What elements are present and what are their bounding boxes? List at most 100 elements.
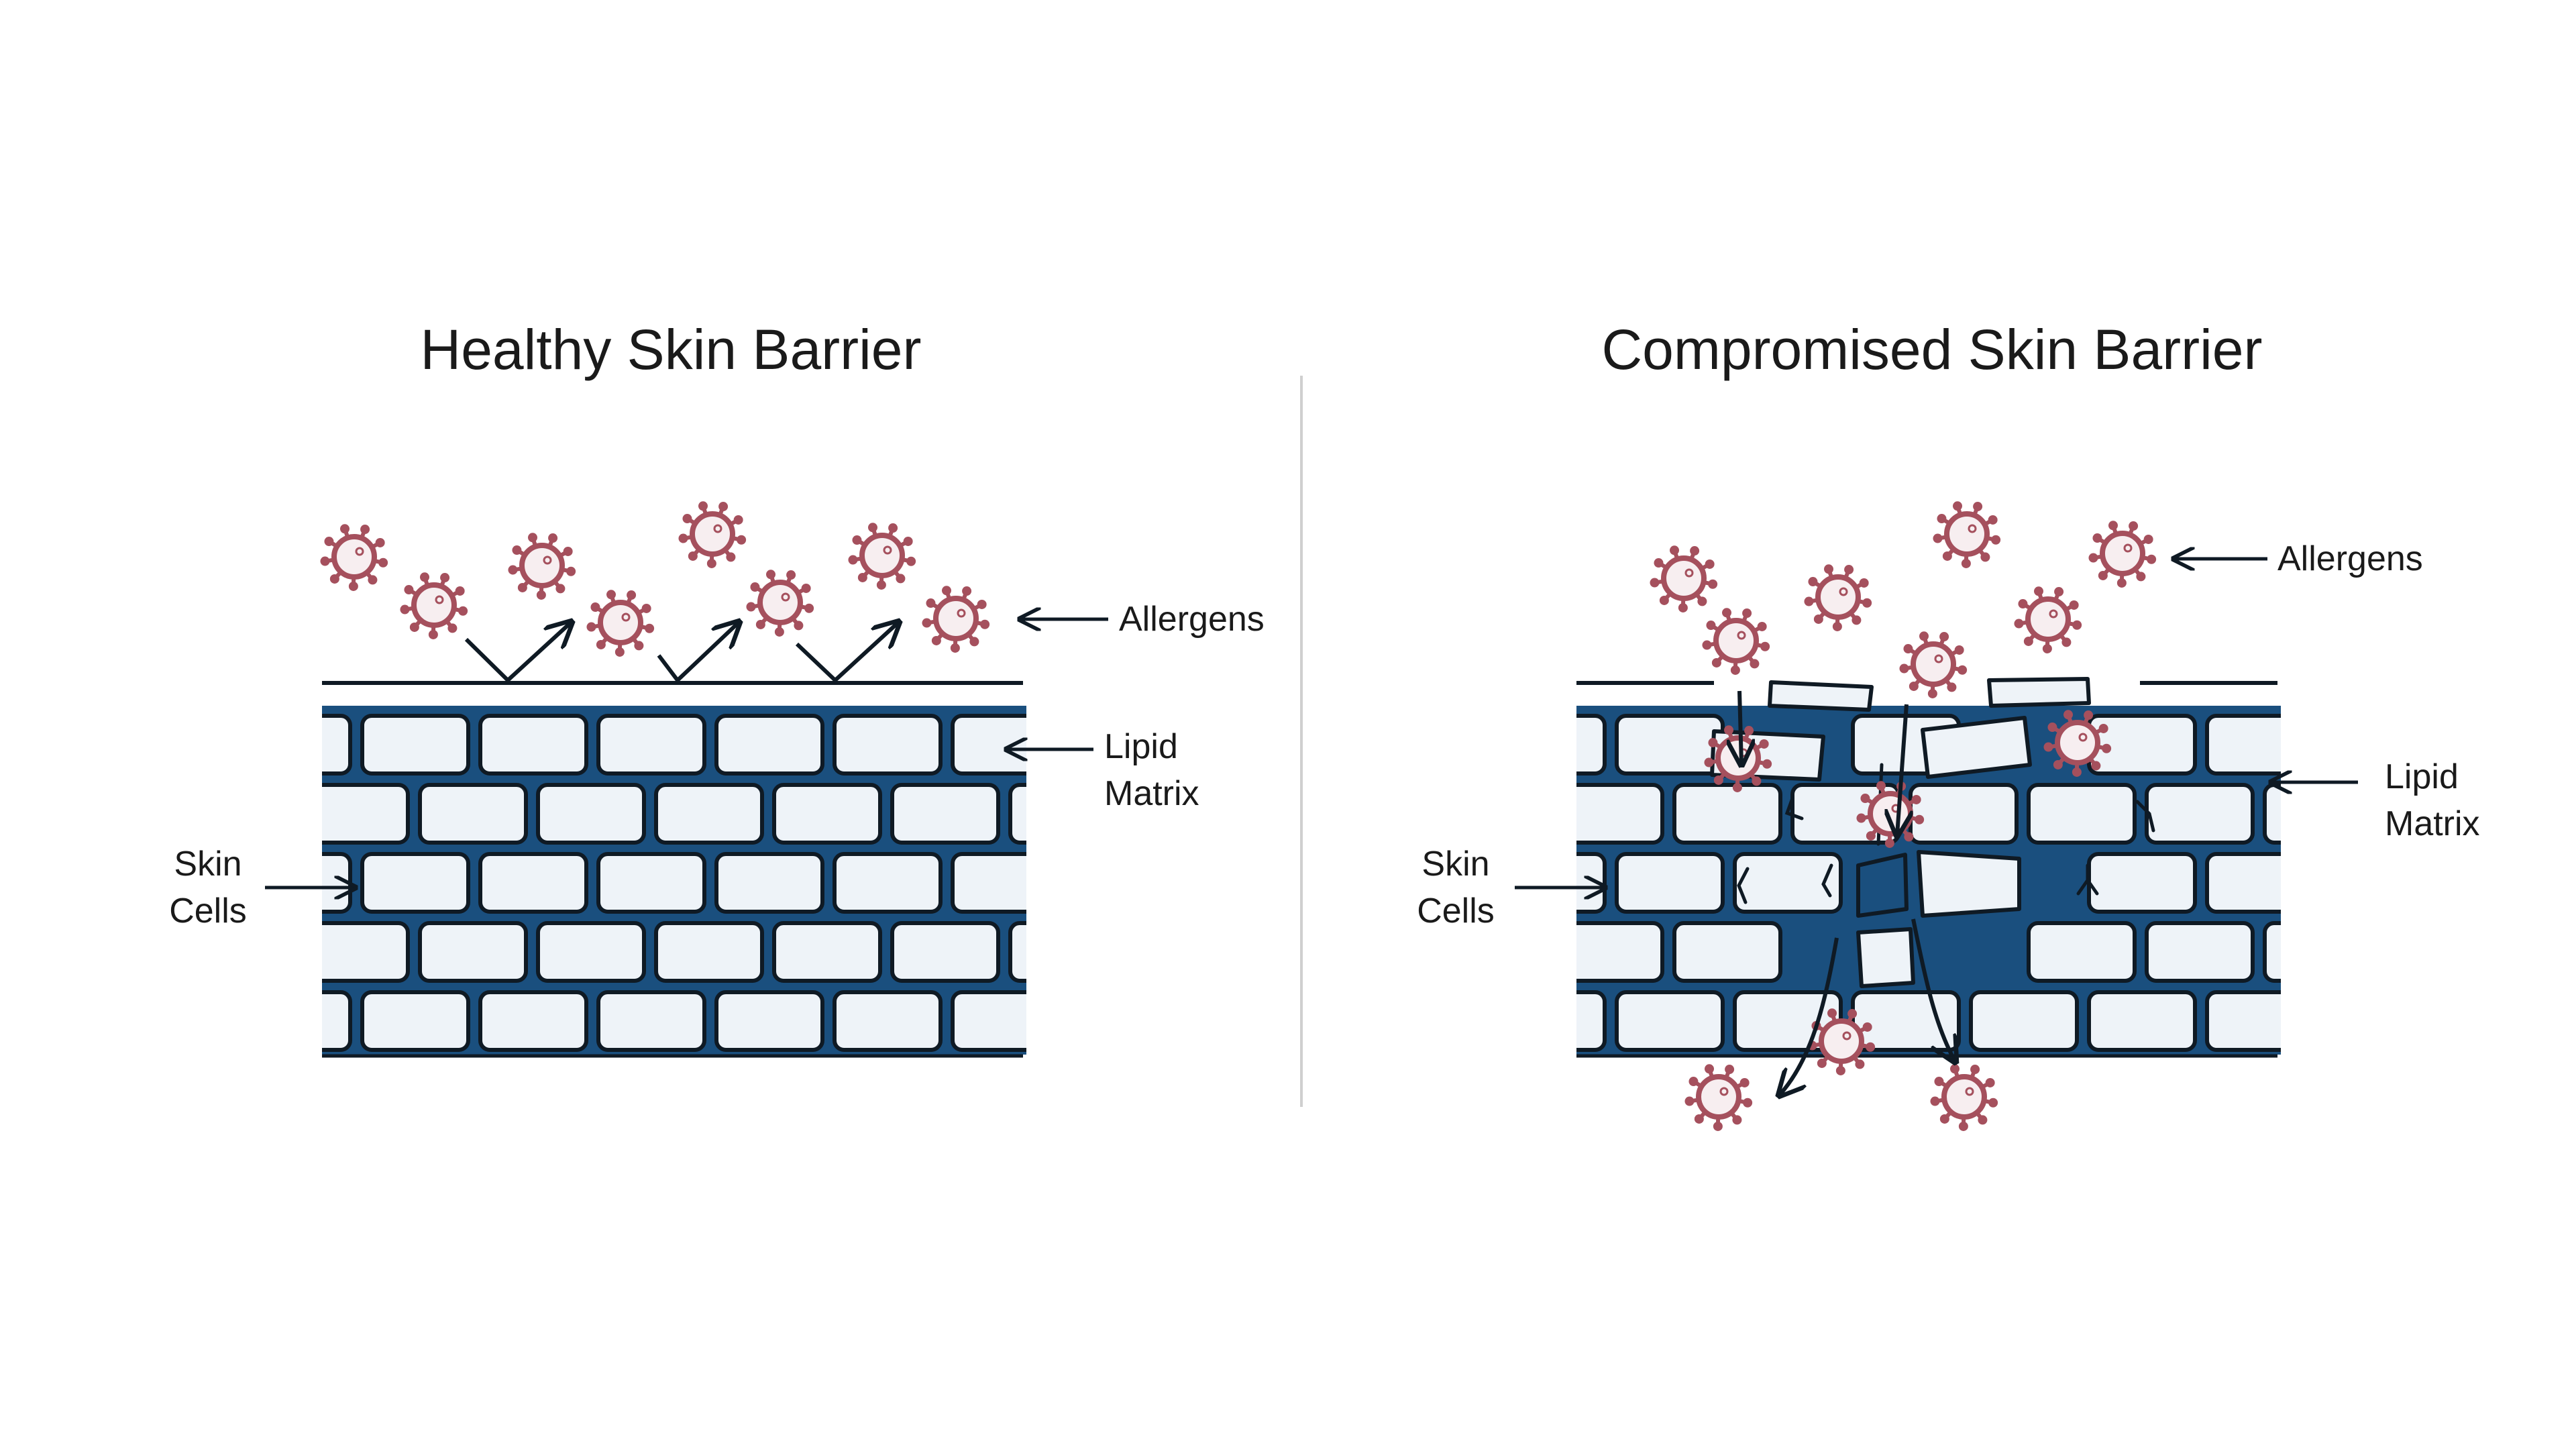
compromised-skin-label-line1: Skin xyxy=(1421,845,1489,884)
virus-particle-icon xyxy=(922,586,989,653)
skin-cell xyxy=(420,923,526,981)
healthy-allergens-label: Allergens xyxy=(1119,600,1265,639)
skin-cell xyxy=(598,992,704,1050)
skin-cell xyxy=(1971,992,2077,1050)
compromised-lipid-label-line2: Matrix xyxy=(2385,804,2480,843)
skin-cell xyxy=(953,992,1059,1050)
skin-cell xyxy=(480,716,586,773)
skin-cell xyxy=(1674,923,1780,981)
compromised-allergens-label: Allergens xyxy=(2277,539,2423,578)
arrow-icon xyxy=(659,622,739,680)
virus-particle-icon xyxy=(1930,1064,1998,1131)
skin-cell xyxy=(656,785,762,843)
skin-cell xyxy=(480,992,586,1050)
skin-cell xyxy=(2147,785,2253,843)
skin-cell xyxy=(892,923,998,981)
skin-cell xyxy=(2207,992,2313,1050)
skin-cell xyxy=(1911,785,2017,843)
skin-cell xyxy=(1010,923,1116,981)
skin-cell xyxy=(362,992,468,1050)
skin-cell xyxy=(598,854,704,912)
skin-cell xyxy=(244,854,350,912)
skin-cell xyxy=(538,785,644,843)
skin-cell xyxy=(244,716,350,773)
healthy-panel-title: Healthy Skin Barrier xyxy=(421,318,922,381)
skin-cell xyxy=(835,992,941,1050)
virus-particle-icon xyxy=(400,572,468,639)
lifted-cell xyxy=(1770,682,1872,710)
virus-particle-icon xyxy=(320,524,388,591)
skin-cell xyxy=(1010,785,1116,843)
skin-cell xyxy=(774,923,880,981)
skin-cell xyxy=(2265,785,2371,843)
skin-cell xyxy=(835,716,941,773)
skin-cell xyxy=(1499,716,1605,773)
skin-cell xyxy=(1853,992,1959,1050)
skin-cell xyxy=(2207,854,2313,912)
virus-particle-icon xyxy=(1650,545,1717,612)
skin-cell xyxy=(1617,854,1723,912)
virus-particle-icon xyxy=(746,570,814,637)
compromised-skin-label-line2: Cells xyxy=(1417,892,1495,930)
skin-cell xyxy=(716,992,822,1050)
compromised-panel: Compromised Skin Barrier xyxy=(1417,318,2479,1131)
skin-cell xyxy=(598,716,704,773)
skin-cell xyxy=(892,785,998,843)
healthy-skin-cells xyxy=(244,716,1116,1050)
arrow-icon xyxy=(1739,691,1741,765)
virus-particle-icon xyxy=(678,501,746,568)
skin-cell xyxy=(953,854,1059,912)
skin-cell xyxy=(362,716,468,773)
skin-cell xyxy=(480,854,586,912)
healthy-skin-label-line2: Cells xyxy=(169,892,247,930)
skin-cell xyxy=(538,923,644,981)
skin-cell xyxy=(835,854,941,912)
skin-cell xyxy=(716,716,822,773)
skin-cell xyxy=(362,854,468,912)
lifted-cell xyxy=(1989,679,2089,706)
skin-cell xyxy=(2029,785,2135,843)
compromised-lipid-label-line1: Lipid xyxy=(2385,757,2459,796)
gap-cell xyxy=(1919,852,2019,916)
arrow-icon xyxy=(797,622,899,680)
virus-particle-icon xyxy=(1933,501,2000,568)
tilted-cell xyxy=(1923,718,2030,777)
skin-cell xyxy=(1499,992,1605,1050)
skin-cell xyxy=(2265,923,2371,981)
virus-particle-icon xyxy=(508,533,576,600)
skin-cell xyxy=(2147,923,2253,981)
virus-particle-icon xyxy=(586,590,654,657)
skin-cell xyxy=(302,923,408,981)
virus-particle-icon xyxy=(1702,608,1770,675)
skin-cell xyxy=(1617,992,1723,1050)
broken-cell xyxy=(1858,929,1913,986)
tilted-cell xyxy=(1858,855,1907,916)
healthy-lipid-label-line2: Matrix xyxy=(1104,774,1199,813)
arrow-icon xyxy=(466,622,572,680)
healthy-brick-wall xyxy=(244,706,1116,1055)
virus-particle-icon xyxy=(2014,586,2082,653)
skin-cell xyxy=(716,854,822,912)
virus-particle-icon xyxy=(2088,521,2156,588)
skin-cell xyxy=(2089,992,2195,1050)
skin-cell xyxy=(1556,923,1662,981)
healthy-deflection-arrows xyxy=(466,622,899,680)
skin-cell xyxy=(2029,923,2135,981)
skin-cell xyxy=(656,923,762,981)
healthy-lipid-label-line1: Lipid xyxy=(1104,727,1178,766)
skin-cell xyxy=(1499,854,1605,912)
skin-cell xyxy=(1556,785,1662,843)
skin-cell xyxy=(302,785,408,843)
virus-particle-icon xyxy=(1684,1064,1752,1131)
virus-particle-icon xyxy=(1804,564,1872,631)
skin-cell xyxy=(774,785,880,843)
virus-particle-icon xyxy=(848,523,916,590)
skin-cell xyxy=(953,716,1059,773)
skin-cell xyxy=(244,992,350,1050)
healthy-panel: Healthy Skin Barrier Allergens Lipid Mat… xyxy=(169,318,1265,1056)
compromised-panel-title: Compromised Skin Barrier xyxy=(1602,318,2263,381)
skin-cell xyxy=(2207,716,2313,773)
virus-particle-icon xyxy=(1899,631,1967,698)
